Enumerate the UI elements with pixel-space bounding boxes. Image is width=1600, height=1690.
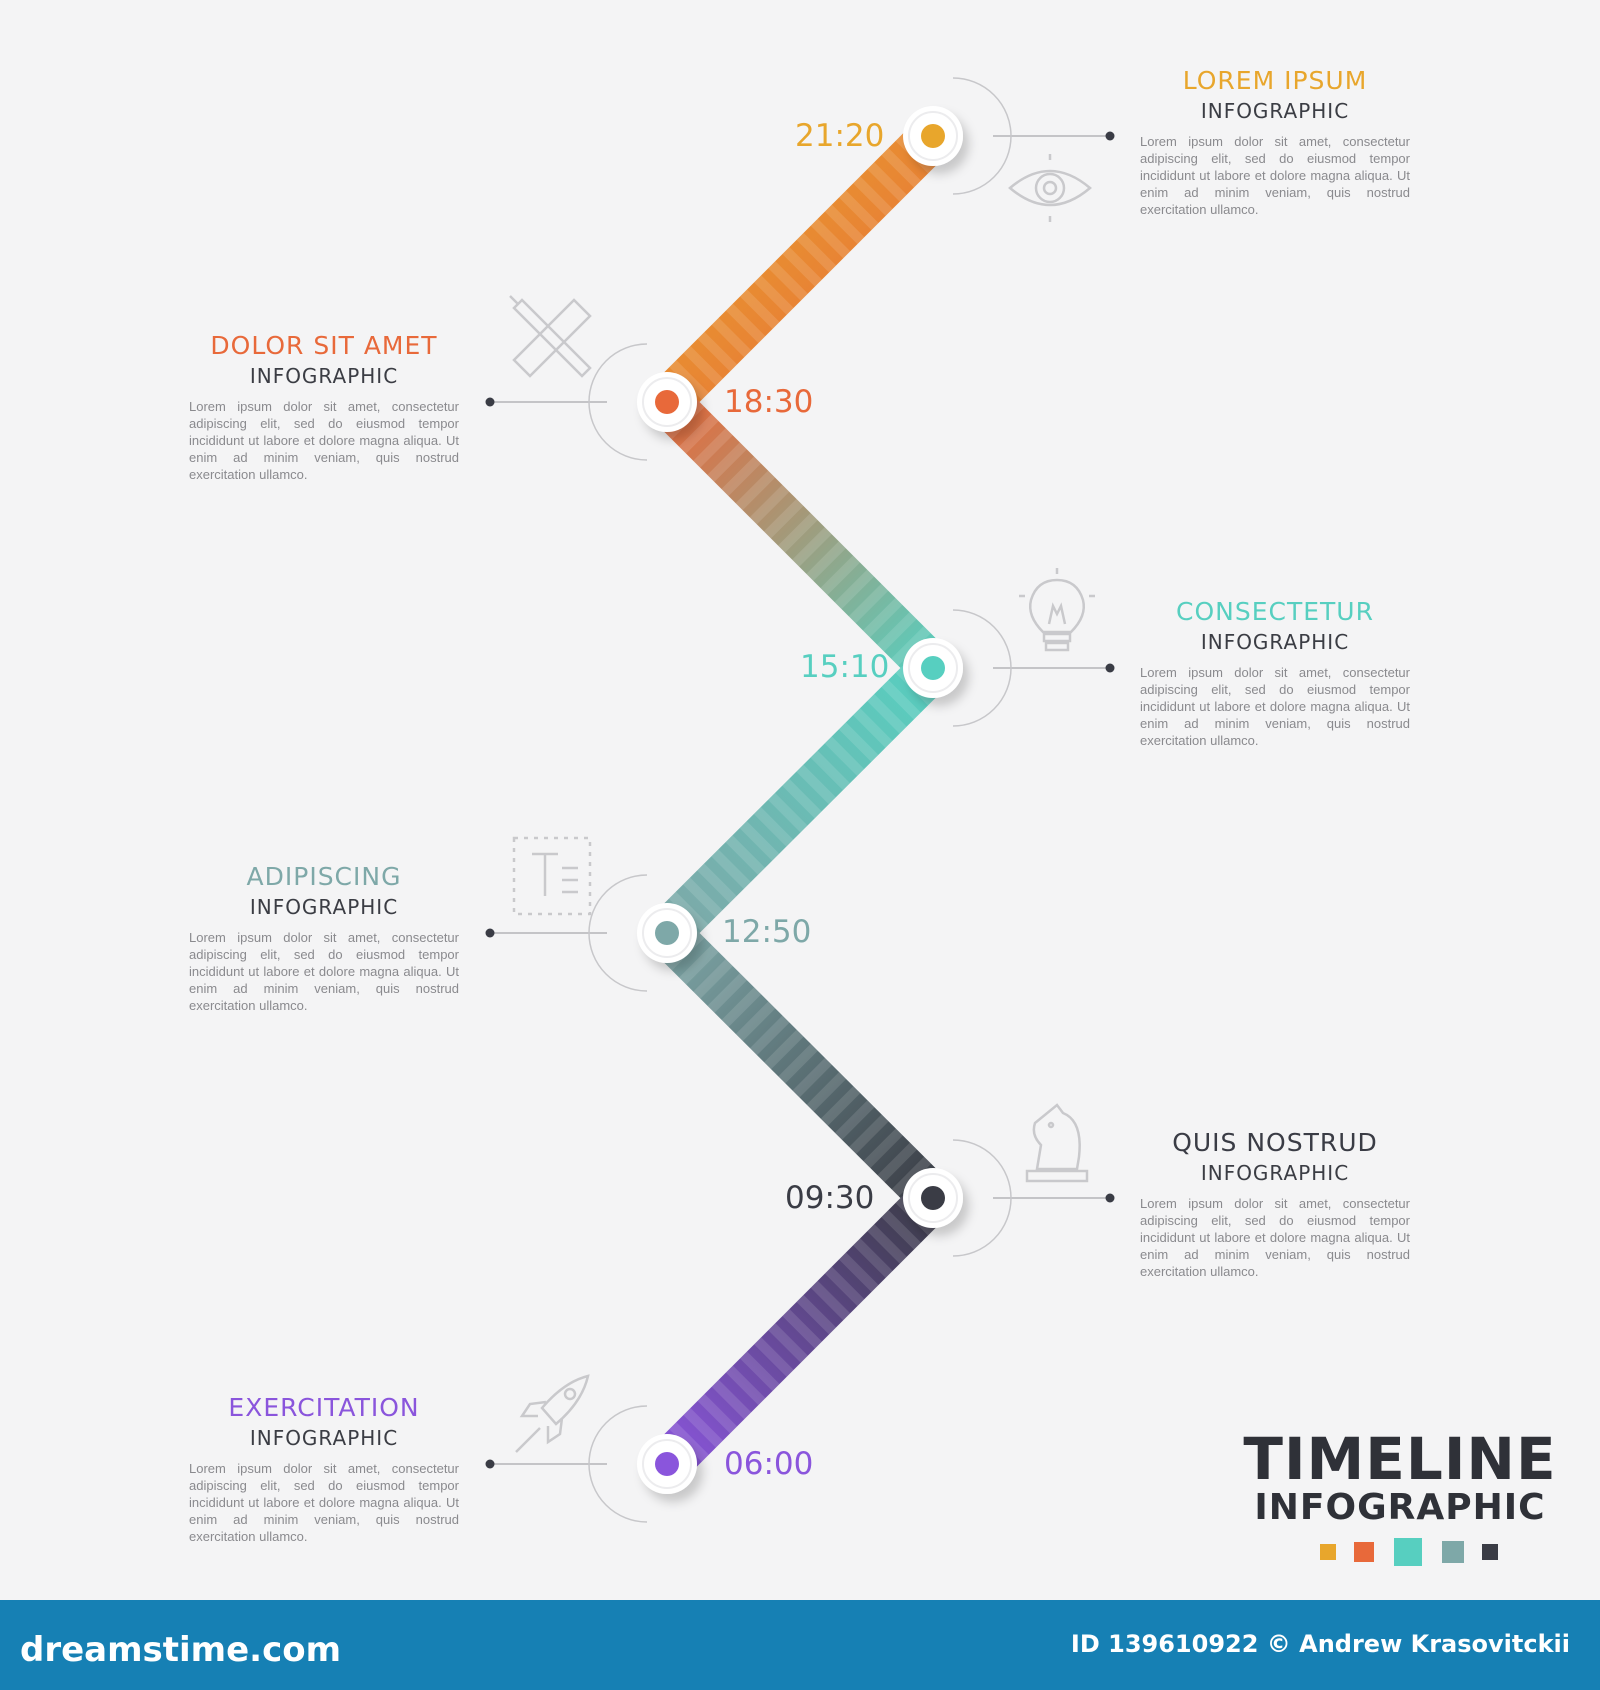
timeline-node[interactable] bbox=[637, 1434, 697, 1494]
timeline-segment bbox=[650, 1181, 950, 1481]
timeline-brand: TIMELINE INFOGRAPHIC bbox=[1235, 1430, 1565, 1528]
color-swatch bbox=[1442, 1541, 1464, 1563]
step-text-block: DOLOR SIT AMET INFOGRAPHIC Lorem ipsum dol… bbox=[174, 331, 474, 483]
step-connector bbox=[485, 1405, 648, 1523]
pencil-ruler-icon bbox=[509, 295, 592, 378]
step-time: 18:30 bbox=[724, 384, 814, 420]
text-box-icon bbox=[512, 836, 592, 916]
step-time: 06:00 bbox=[724, 1446, 814, 1482]
timeline-node[interactable] bbox=[637, 372, 697, 432]
step-connector bbox=[952, 609, 1115, 727]
step-time: 15:10 bbox=[800, 649, 890, 685]
step-time: 21:20 bbox=[795, 118, 885, 154]
step-title: DOLOR SIT AMET bbox=[210, 331, 438, 360]
timeline-segment bbox=[650, 916, 950, 1215]
color-swatch bbox=[1394, 1538, 1422, 1566]
color-swatch bbox=[1320, 1544, 1336, 1560]
footer-bar: dreamstime.com ID 139610922 © Andrew Kra… bbox=[0, 1600, 1600, 1690]
step-time: 12:50 bbox=[722, 914, 812, 950]
step-description: Lorem ipsum dolor sit amet, consectetur … bbox=[1140, 665, 1410, 748]
timeline-node[interactable] bbox=[903, 106, 963, 166]
timeline-segment bbox=[650, 651, 950, 950]
step-title: EXERCITATION bbox=[228, 1393, 420, 1422]
footer-credit: ID 139610922 © Andrew Krasovitckii bbox=[1070, 1630, 1570, 1658]
timeline-node[interactable] bbox=[903, 638, 963, 698]
step-connector bbox=[952, 1139, 1115, 1257]
step-subtitle: INFOGRAPHIC bbox=[1200, 630, 1350, 654]
step-description: Lorem ipsum dolor sit amet, consectetur … bbox=[189, 930, 459, 1013]
lightbulb-icon bbox=[1019, 568, 1095, 652]
step-connector bbox=[952, 77, 1115, 195]
step-text-block: LOREM IPSUM INFOGRAPHIC Lorem ipsum dolor … bbox=[1125, 66, 1425, 218]
step-time: 09:30 bbox=[785, 1180, 875, 1216]
step-text-block: QUIS NOSTRUD INFOGRAPHIC Lorem ipsum dolor… bbox=[1125, 1128, 1425, 1280]
step-text-block: EXERCITATION INFOGRAPHIC Lorem ipsum dolor… bbox=[174, 1393, 474, 1545]
step-subtitle: INFOGRAPHIC bbox=[249, 1426, 399, 1450]
timeline-node[interactable] bbox=[637, 903, 697, 963]
timeline-segment bbox=[650, 385, 950, 685]
brand-title: TIMELINE bbox=[1243, 1425, 1557, 1493]
step-subtitle: INFOGRAPHIC bbox=[1200, 1161, 1350, 1185]
step-text-block: CONSECTETUR INFOGRAPHIC Lorem ipsum dolor … bbox=[1125, 597, 1425, 749]
step-connector bbox=[485, 874, 648, 992]
step-title: CONSECTETUR bbox=[1176, 597, 1374, 626]
color-swatches bbox=[1320, 1538, 1498, 1566]
color-swatch bbox=[1482, 1544, 1498, 1560]
step-title: LOREM IPSUM bbox=[1182, 66, 1368, 95]
eye-icon bbox=[1008, 154, 1092, 222]
step-description: Lorem ipsum dolor sit amet, consectetur … bbox=[1140, 1196, 1410, 1279]
step-subtitle: INFOGRAPHIC bbox=[249, 895, 399, 919]
timeline-segment bbox=[650, 119, 950, 419]
step-title: QUIS NOSTRUD bbox=[1172, 1128, 1378, 1157]
step-title: ADIPISCING bbox=[246, 862, 402, 891]
step-description: Lorem ipsum dolor sit amet, consectetur … bbox=[1140, 134, 1410, 217]
color-swatch bbox=[1354, 1542, 1374, 1562]
rocket-icon bbox=[515, 1374, 590, 1453]
step-text-block: ADIPISCING INFOGRAPHIC Lorem ipsum dolor s… bbox=[174, 862, 474, 1014]
timeline-node[interactable] bbox=[903, 1168, 963, 1228]
chess-knight-icon bbox=[1025, 1103, 1089, 1183]
step-subtitle: INFOGRAPHIC bbox=[249, 364, 399, 388]
brand-subtitle: INFOGRAPHIC bbox=[1254, 1487, 1546, 1528]
step-description: Lorem ipsum dolor sit amet, consectetur … bbox=[189, 399, 459, 482]
footer-logo[interactable]: dreamstime.com bbox=[20, 1630, 342, 1670]
step-connector bbox=[485, 343, 648, 461]
step-description: Lorem ipsum dolor sit amet, consectetur … bbox=[189, 1461, 459, 1544]
step-subtitle: INFOGRAPHIC bbox=[1200, 99, 1350, 123]
